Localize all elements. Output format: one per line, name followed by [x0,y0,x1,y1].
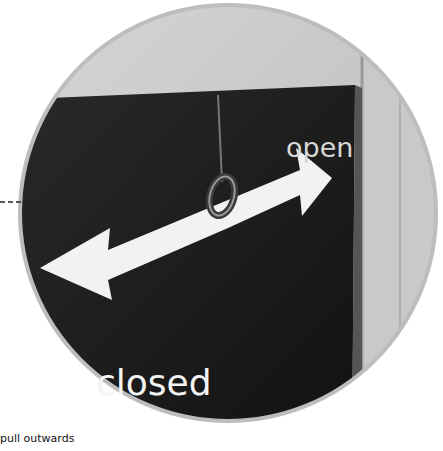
frame-groove [399,0,401,451]
ring-highlight [205,174,239,219]
state-label: closed [96,362,212,403]
dark-panel [0,85,355,451]
instruction-note: pull outwards [0,432,74,445]
state-label: open [286,132,353,163]
ring-wire [218,95,222,182]
arrow-closed [40,200,228,300]
leader-line [0,201,30,203]
ring-pull [205,174,239,219]
magnifier-rim [20,5,436,421]
panel-side [352,85,362,451]
